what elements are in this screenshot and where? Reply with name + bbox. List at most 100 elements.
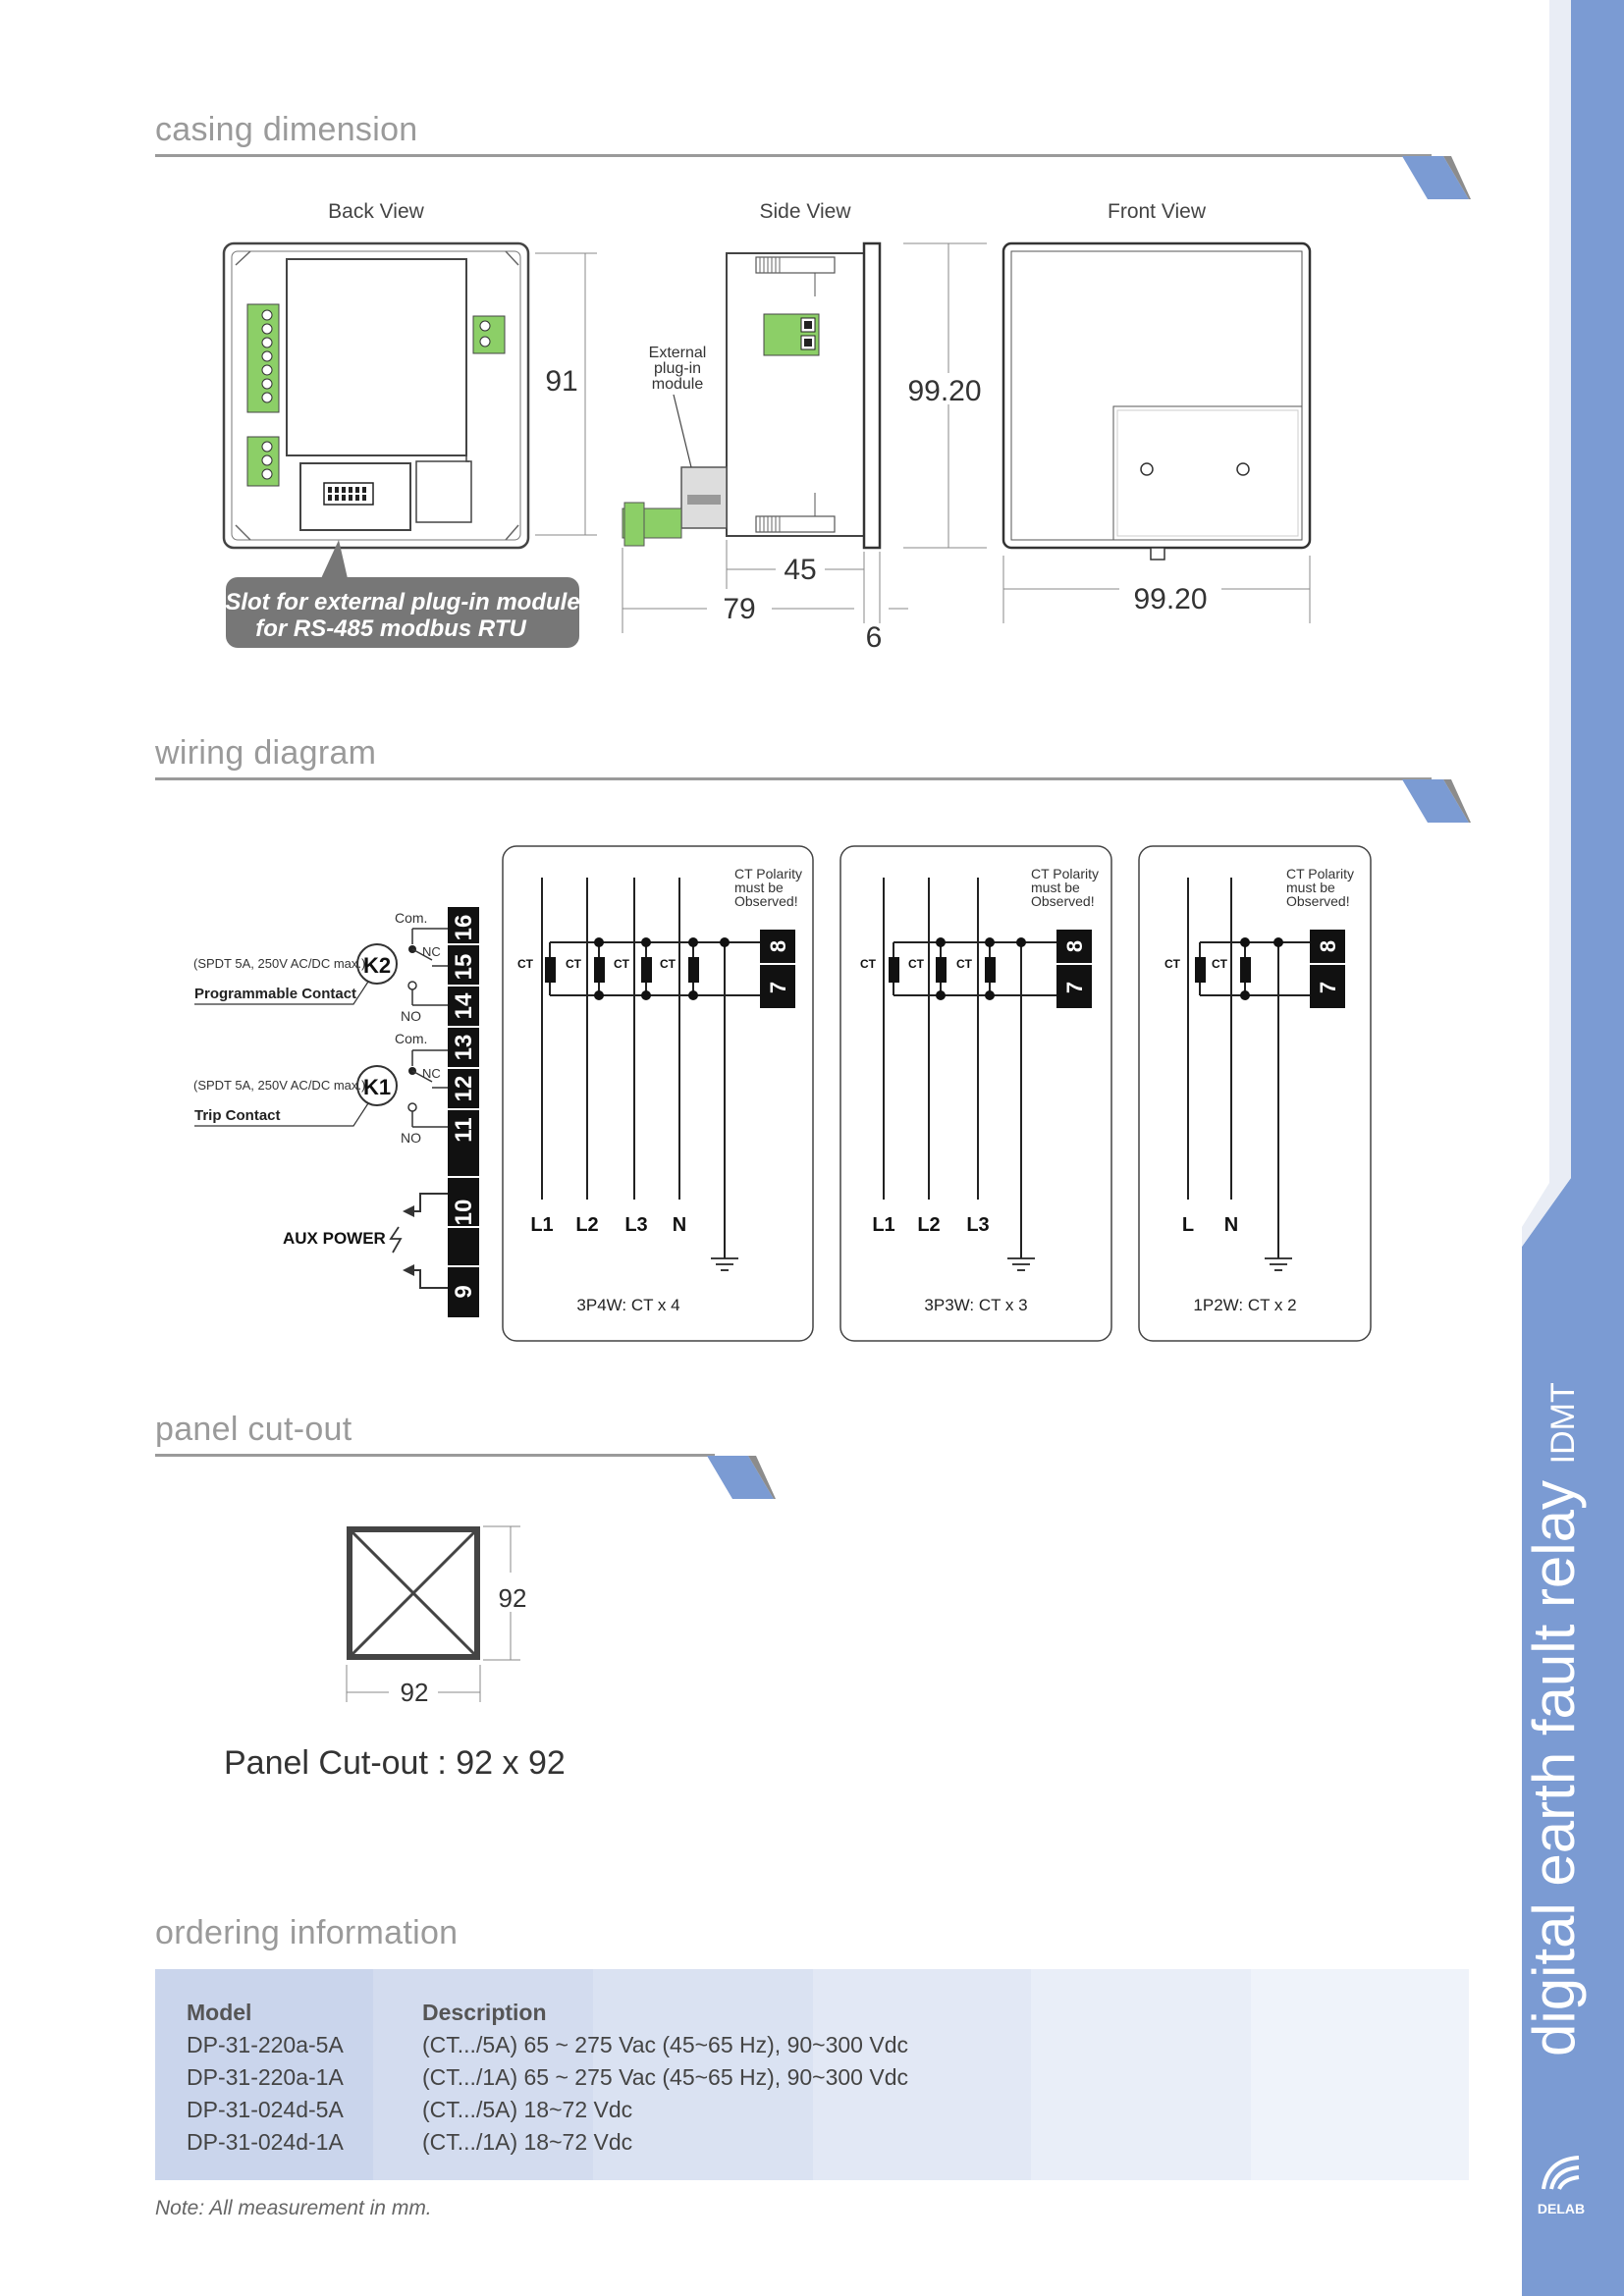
svg-text:CT: CT [908,957,925,971]
svg-text:15: 15 [451,954,477,981]
svg-text:8: 8 [766,940,790,952]
vertical-product-title: digital earth fault relay IDMT [1521,1382,1587,2056]
dim-79: 79 [723,593,755,625]
svg-text:L1: L1 [872,1214,894,1236]
svg-text:NC: NC [422,944,441,959]
svg-text:NO: NO [401,1130,421,1146]
svg-text:CT: CT [860,957,877,971]
svg-text:L: L [1182,1214,1194,1236]
wiring-drawing: 16 15 14 13 12 11 10 9 Com. NC NO K2 (SP… [193,845,1372,1355]
svg-text:10: 10 [451,1200,477,1226]
side-view-label: Side View [759,200,851,223]
svg-text:CT: CT [660,957,677,971]
svg-text:K1: K1 [363,1075,391,1099]
svg-text:3P3W: CT x 3: 3P3W: CT x 3 [924,1296,1027,1314]
svg-text:NO: NO [401,1008,421,1024]
ext-module-label-1: External [649,345,707,361]
panel-cutout-caption: Panel Cut-out : 92 x 92 [224,1744,566,1782]
section-title-casing: casing dimension [155,111,418,148]
svg-text:7: 7 [1062,982,1087,993]
ordering-table: Model DP-31-220a-5A DP-31-220a-1A DP-31-… [155,1969,1469,2180]
svg-text:CT: CT [566,957,582,971]
svg-text:L3: L3 [624,1214,647,1236]
svg-text:14: 14 [451,992,477,1019]
svg-text:CT: CT [517,957,534,971]
svg-text:must be: must be [734,880,784,895]
ext-module-label-3: module [652,376,704,393]
svg-text:8: 8 [1062,940,1087,952]
svg-text:CT: CT [956,957,973,971]
svg-text:7: 7 [1316,982,1340,993]
dim-6: 6 [866,621,883,654]
dim-99-vertical: 99.20 [907,375,981,407]
dim-45: 45 [784,554,816,586]
svg-text:CT Polarity: CT Polarity [1286,866,1354,881]
description-column: Description (CT.../5A) 65 ~ 275 Vac (45~… [422,1997,908,2159]
table-row-desc: (CT.../1A) 65 ~ 275 Vac (45~65 Hz), 90~3… [422,2064,908,2090]
table-row-model: DP-31-024d-5A [187,2097,344,2122]
model-header: Model [187,2000,252,2025]
delab-logo-icon [1542,2156,1580,2190]
model-column: Model DP-31-220a-5A DP-31-220a-1A DP-31-… [187,1997,344,2159]
table-row-model: DP-31-024d-1A [187,2129,344,2155]
measurement-note: Note: All measurement in mm. [155,2197,432,2219]
table-row-desc: (CT.../1A) 18~72 Vdc [422,2129,633,2155]
svg-text:9: 9 [451,1285,477,1298]
section-accent [707,1456,776,1499]
svg-text:8: 8 [1316,940,1340,952]
cutout-dim-vertical: 92 [499,1583,527,1613]
svg-text:NC: NC [422,1066,441,1081]
section-title-wiring: wiring diagram [155,734,377,772]
casing-drawing: Back View Slot for external plug-in modu… [222,200,1312,654]
table-row-model: DP-31-220a-5A [187,2032,344,2057]
svg-text:must be: must be [1031,880,1080,895]
svg-text:L3: L3 [966,1214,989,1236]
table-background [155,1969,1469,2180]
svg-text:Com.: Com. [395,1031,427,1046]
svg-text:1P2W: CT x 2: 1P2W: CT x 2 [1193,1296,1296,1314]
svg-text:13: 13 [451,1035,477,1061]
svg-text:Com.: Com. [395,910,427,926]
svg-text:12: 12 [451,1076,477,1102]
section-rule [155,1454,715,1457]
table-row-desc: (CT.../5A) 65 ~ 275 Vac (45~65 Hz), 90~3… [422,2032,908,2057]
table-row-desc: (CT.../5A) 18~72 Vdc [422,2097,633,2122]
svg-text:N: N [673,1214,686,1236]
svg-text:3P4W: CT x 4: 3P4W: CT x 4 [576,1296,679,1314]
svg-text:7: 7 [766,982,790,993]
svg-text:(SPDT 5A, 250V AC/DC max.): (SPDT 5A, 250V AC/DC max.) [193,956,365,971]
svg-text:Observed!: Observed! [1286,893,1350,909]
section-accent [1402,156,1471,199]
svg-text:K2: K2 [363,953,391,978]
section-title-cutout: panel cut-out [155,1411,352,1448]
svg-text:11: 11 [451,1117,477,1142]
dim-91: 91 [545,365,577,398]
svg-text:L2: L2 [575,1214,598,1236]
slot-callout-line2: for RS-485 modbus RTU [255,615,526,642]
dim-99-horizontal: 99.20 [1133,583,1207,615]
brand-label: DELAB [1537,2201,1586,2216]
svg-text:CT Polarity: CT Polarity [734,866,802,881]
section-rule [155,777,1432,780]
svg-text:Observed!: Observed! [1031,893,1095,909]
svg-text:L1: L1 [530,1214,553,1236]
ext-module-label-2: plug-in [654,360,701,377]
svg-text:16: 16 [451,915,477,941]
back-view-label: Back View [328,200,424,223]
svg-text:N: N [1224,1214,1238,1236]
table-row-model: DP-31-220a-1A [187,2064,344,2090]
front-view-label: Front View [1108,200,1207,223]
cutout-dim-horizontal: 92 [401,1678,429,1707]
cutout-drawing: 92 92 [346,1525,527,1707]
svg-text:CT: CT [1212,957,1228,971]
description-header: Description [422,2000,547,2025]
svg-text:AUX POWER: AUX POWER [283,1229,386,1248]
slot-callout-line1: Slot for external plug-in module [225,589,579,615]
section-rule [155,154,1432,157]
svg-text:Programmable Contact: Programmable Contact [194,986,356,1002]
svg-text:Trip Contact: Trip Contact [194,1107,281,1124]
svg-text:CT: CT [614,957,630,971]
svg-text:(SPDT 5A, 250V AC/DC max.): (SPDT 5A, 250V AC/DC max.) [193,1078,365,1093]
svg-text:CT: CT [1164,957,1181,971]
